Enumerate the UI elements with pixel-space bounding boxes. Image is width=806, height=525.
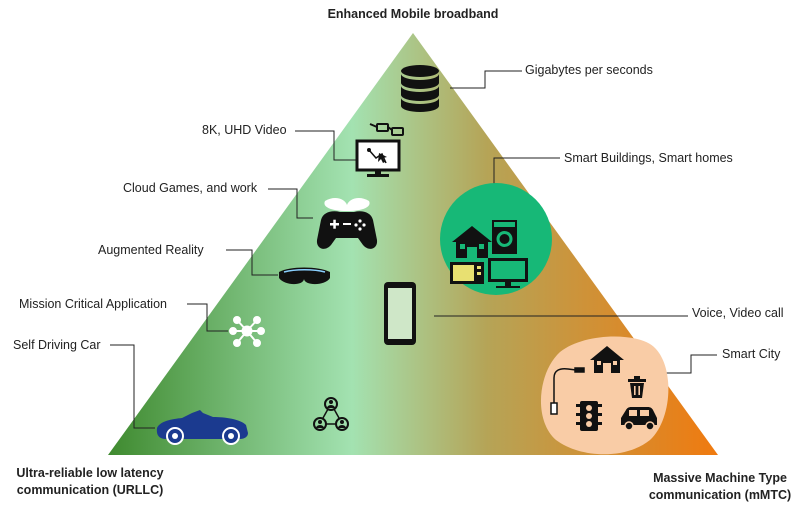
monitor-icon	[355, 139, 401, 177]
label-cloud-games: Cloud Games, and work	[123, 181, 258, 195]
leader-self-driving	[110, 344, 155, 429]
tv-icon	[488, 258, 528, 288]
corner-mmtc-line2: communication (mMTC)	[648, 488, 792, 502]
leader-cloud	[268, 188, 313, 219]
label-smart-buildings: Smart Buildings, Smart homes	[564, 151, 733, 165]
label-gigabytes: Gigabytes per seconds	[525, 63, 653, 77]
label-smart-city: Smart City	[722, 347, 781, 361]
label-self-driving: Self Driving Car	[13, 338, 101, 352]
trash-bin-icon	[628, 376, 646, 398]
ar-headset-icon	[279, 267, 330, 285]
leader-lines	[110, 70, 717, 429]
house-icon	[590, 346, 624, 373]
corner-mmtc-line1: Massive Machine Type	[653, 471, 787, 485]
corner-title-mmtc: Massive Machine Type communication (mMTC…	[636, 470, 804, 504]
leader-smart-city	[660, 354, 717, 374]
corner-urllc-line2: communication (URLLC)	[16, 483, 164, 497]
network-hub-icon	[229, 316, 265, 347]
leader-mission	[187, 303, 228, 332]
microwave-icon	[450, 262, 484, 284]
convertible-car-icon	[156, 410, 248, 445]
corner-title-urllc: Ultra-reliable low latency communication…	[4, 465, 176, 499]
label-mission-critical: Mission Critical Application	[19, 297, 167, 311]
leader-gigabytes	[450, 70, 522, 89]
leader-ar	[226, 249, 278, 276]
street-lamp-icon	[550, 367, 585, 415]
gamepad-icon	[316, 198, 378, 249]
vr-glasses-icon	[369, 123, 404, 136]
label-augmented-reality: Augmented Reality	[98, 243, 204, 257]
car-icon	[621, 407, 657, 431]
house-icon	[452, 226, 492, 258]
database-icon	[401, 65, 439, 112]
people-network-icon	[313, 397, 349, 431]
leader-uhd	[295, 130, 356, 161]
washing-machine-icon	[492, 220, 517, 254]
corner-urllc-line1: Ultra-reliable low latency	[16, 466, 164, 480]
corner-title-embb: Enhanced Mobile broadband	[327, 7, 499, 21]
smartphone-icon	[384, 282, 416, 345]
label-voice-video: Voice, Video call	[692, 306, 784, 320]
traffic-light-icon	[576, 401, 602, 431]
label-uhd-video: 8K, UHD Video	[202, 123, 287, 137]
